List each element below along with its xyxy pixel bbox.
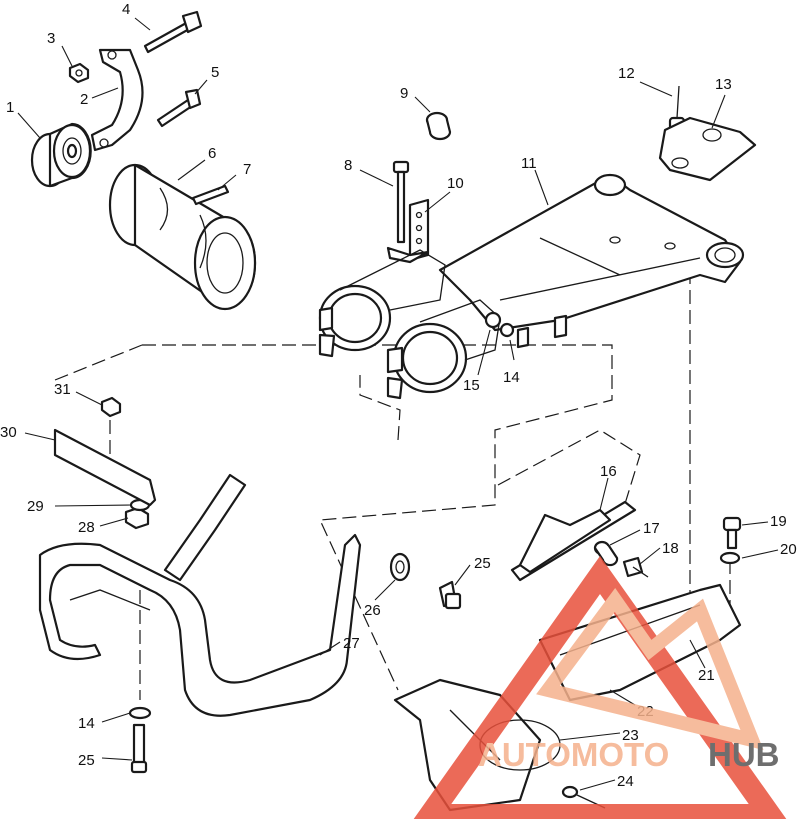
callout-19: 19 <box>770 513 787 530</box>
callout-17: 17 <box>643 520 660 537</box>
watermark-triangle-outer <box>413 555 787 819</box>
callout-23: 23 <box>622 727 639 744</box>
callout-14-lower: 14 <box>78 715 95 732</box>
watermark-triangle-inner <box>536 588 764 751</box>
bolt-5 <box>156 88 202 128</box>
callout-30: 30 <box>0 424 17 441</box>
idler-bracket <box>90 48 144 152</box>
nut-28 <box>124 506 150 530</box>
slide-rail-16 <box>510 500 637 582</box>
watermark: AUTOMOTO HUB <box>413 555 787 819</box>
callout-9: 9 <box>400 85 408 102</box>
callout-labels: 1 2 3 4 5 6 7 8 9 10 11 12 13 14 15 14 1… <box>0 1 797 790</box>
bolt-18 <box>622 556 649 578</box>
washer-20 <box>719 551 741 565</box>
callout-20: 20 <box>780 541 797 558</box>
callout-2: 2 <box>80 91 88 108</box>
callout-28: 28 <box>78 519 95 536</box>
callout-24: 24 <box>617 773 634 790</box>
bolt-25-lower <box>130 723 148 774</box>
bolt-19 <box>722 516 742 550</box>
bracket-plate-10 <box>386 198 430 264</box>
bolt-4 <box>143 10 203 54</box>
callout-7: 7 <box>243 161 251 178</box>
callout-11: 11 <box>521 155 537 172</box>
clamp-lower <box>386 299 501 400</box>
leader-lines <box>17 17 779 791</box>
plate-30 <box>53 428 157 507</box>
callout-4: 4 <box>122 1 130 18</box>
callout-21: 21 <box>698 667 715 684</box>
bolt-8 <box>392 160 410 244</box>
key-7 <box>191 184 230 206</box>
callout-18: 18 <box>662 540 679 557</box>
callout-25-lower: 25 <box>78 752 95 769</box>
idler-wheel <box>30 122 92 188</box>
watermark-logo-triangle <box>413 555 787 819</box>
bolt-25-upper <box>438 580 462 610</box>
washer-26 <box>389 552 411 582</box>
spacer-tube <box>108 163 257 311</box>
callout-25-upper: 25 <box>474 555 491 572</box>
watermark-brand-part1: AUTOMOTO <box>478 736 669 773</box>
bushing-9 <box>425 111 452 141</box>
callout-12: 12 <box>618 65 635 82</box>
callout-14-upper: 14 <box>503 369 520 386</box>
callout-8: 8 <box>344 157 352 174</box>
callout-16: 16 <box>600 463 617 480</box>
callout-31: 31 <box>54 381 71 398</box>
pivot-washer <box>484 311 515 338</box>
plate-13 <box>658 116 757 182</box>
callout-10: 10 <box>447 175 464 192</box>
clamp-upper <box>318 249 446 358</box>
washer-14-lower <box>128 706 152 720</box>
callout-6: 6 <box>208 145 216 162</box>
callout-5: 5 <box>211 64 219 81</box>
callout-13: 13 <box>715 76 732 93</box>
hex-nut-3 <box>68 62 90 84</box>
rear-bumper-27 <box>38 473 362 717</box>
nut-31 <box>100 396 122 418</box>
callout-3: 3 <box>47 30 55 47</box>
callout-15: 15 <box>463 377 480 394</box>
callout-27: 27 <box>343 635 360 652</box>
callout-1: 1 <box>6 99 14 116</box>
callout-29: 29 <box>27 498 44 515</box>
callout-26: 26 <box>364 602 381 619</box>
watermark-brand-part2: HUB <box>708 736 780 773</box>
